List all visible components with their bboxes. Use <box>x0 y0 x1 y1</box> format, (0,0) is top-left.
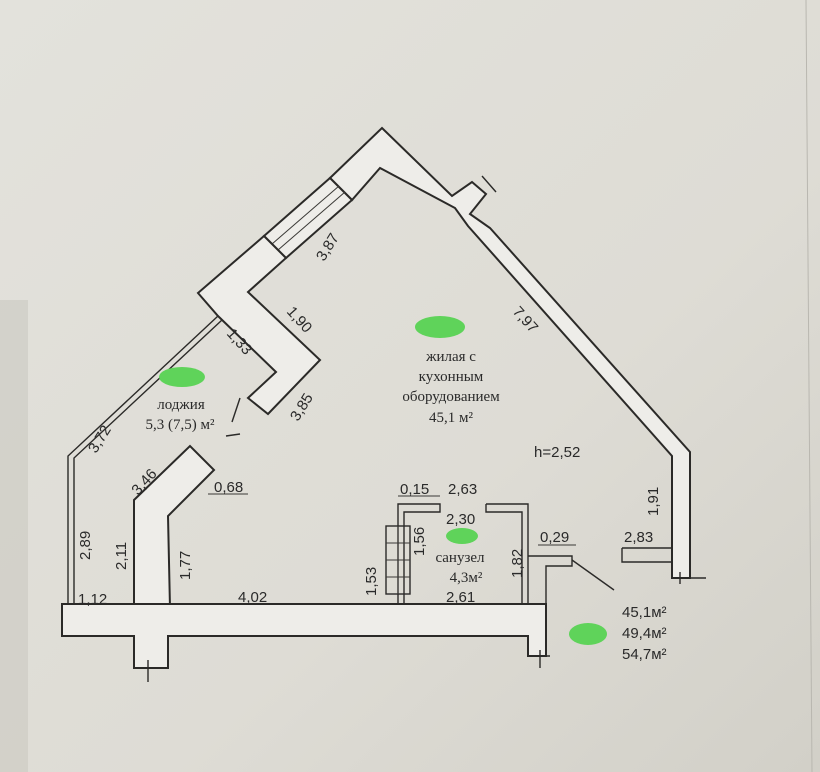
wall-zigzag <box>196 234 322 416</box>
marker-living <box>415 316 465 338</box>
dim-1-53: 1,53 <box>363 567 380 596</box>
dim-2-30: 2,30 <box>446 511 475 528</box>
loggia-area: 5,3 (7,5) м² <box>146 417 215 433</box>
bathroom-name: санузел <box>435 550 485 566</box>
marker-loggia <box>159 367 205 387</box>
dim-4-02: 4,02 <box>238 589 267 606</box>
dim-2-61: 2,61 <box>446 589 475 606</box>
wall-bottom <box>61 603 547 669</box>
marker-totals <box>569 623 607 645</box>
dim-2-89: 2,89 <box>77 531 94 560</box>
dim-1-77: 1,77 <box>177 551 194 580</box>
living-line1: жилая с <box>425 349 476 365</box>
living-area: 45,1 м² <box>429 410 473 426</box>
loggia-name: лоджия <box>157 397 205 413</box>
wall-top-peak <box>328 126 691 579</box>
bathroom-area: 4,3м² <box>450 570 483 586</box>
dim-1-12: 1,12 <box>78 591 107 608</box>
dim-0-29: 0,29 <box>540 529 569 546</box>
living-line2: кухонным <box>419 369 484 385</box>
marker-bathroom <box>446 528 478 544</box>
dim-2-63: 2,63 <box>448 481 477 498</box>
wall-loggia-outer <box>67 315 219 605</box>
ceiling-height: h=2,52 <box>534 444 580 461</box>
dim-2-11: 2,11 <box>113 542 130 570</box>
wall-bathroom <box>397 503 441 604</box>
total-area-1: 45,1м² <box>622 604 667 621</box>
dim-1-56: 1,56 <box>411 527 428 556</box>
living-line3: оборудованием <box>402 389 500 405</box>
total-area-3: 54,7м² <box>622 646 667 663</box>
dim-1-91: 1,91 <box>645 487 662 516</box>
wall-niche <box>528 555 573 604</box>
dim-1-82: 1,82 <box>509 549 526 578</box>
dim-0-15: 0,15 <box>400 481 429 498</box>
dim-2-83: 2,83 <box>624 529 653 546</box>
dim-0-68: 0,68 <box>214 479 243 496</box>
paper-shadow <box>0 300 28 772</box>
total-area-2: 49,4м² <box>622 625 667 642</box>
